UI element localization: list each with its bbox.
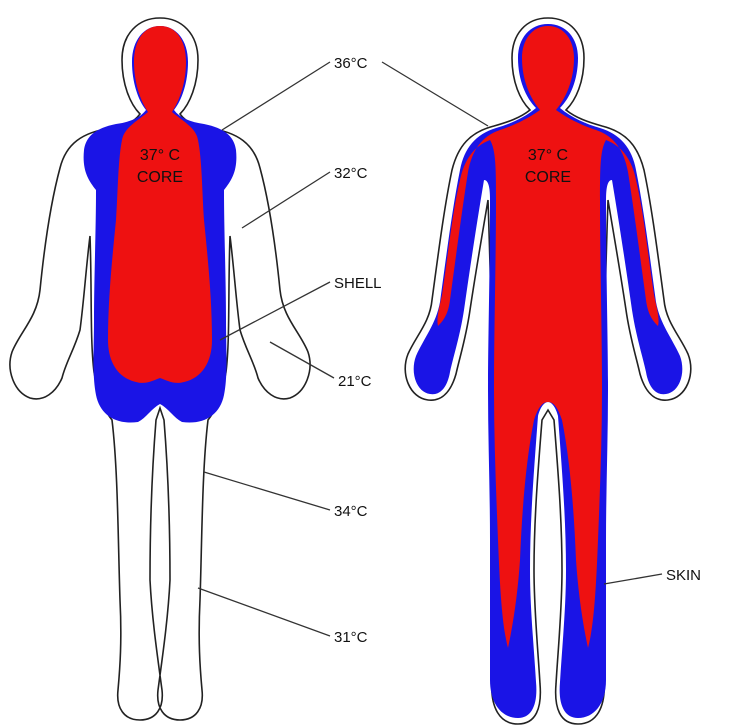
- label-36c: 36°C: [334, 55, 368, 72]
- left-figure: [10, 18, 310, 720]
- right-figure: [405, 18, 691, 724]
- label-31c: 31°C: [334, 629, 368, 646]
- right-core-temp: 37° C: [528, 147, 568, 164]
- label-21c: 21°C: [338, 373, 372, 390]
- right-core-region: [437, 26, 658, 648]
- leader-36-left: [222, 62, 330, 130]
- leader-skin: [604, 574, 662, 584]
- leader-31: [198, 588, 330, 636]
- leader-36-right: [382, 62, 488, 126]
- left-core-label: CORE: [137, 169, 183, 186]
- left-core-temp: 37° C: [140, 147, 180, 164]
- label-skin: SKIN: [666, 567, 701, 584]
- leader-34: [204, 472, 330, 510]
- label-shell: SHELL: [334, 275, 382, 292]
- label-32c: 32°C: [334, 165, 368, 182]
- right-core-label: CORE: [525, 169, 571, 186]
- label-34c: 34°C: [334, 503, 368, 520]
